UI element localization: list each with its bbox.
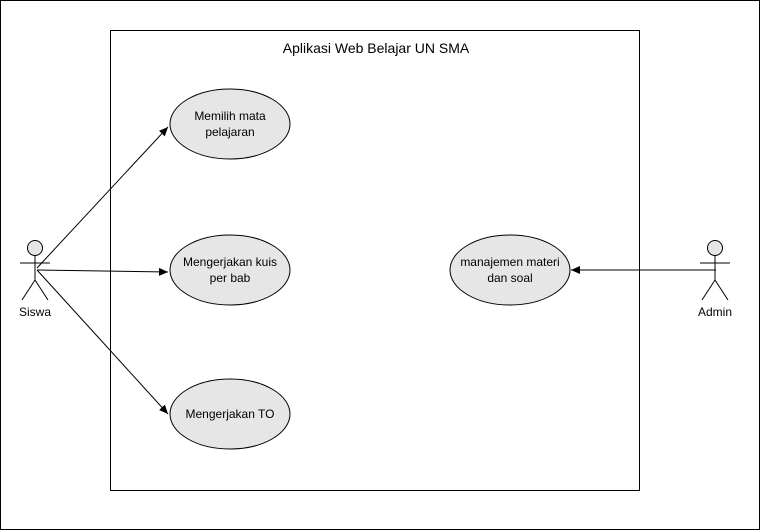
use-case-mengerjakan-kuis-per-bab[interactable]: Mengerjakan kuis per bab: [169, 234, 291, 306]
association-siswa-uc2: [36, 267, 169, 276]
association-siswa-uc1: [36, 126, 169, 269]
actor-siswa[interactable]: Siswa: [19, 240, 51, 320]
actor-label-admin: Admin: [698, 305, 732, 319]
use-case-label-line1: manajemen materi: [460, 255, 559, 269]
use-case-label-line2: per bab: [210, 271, 251, 285]
stick-figure-icon: [700, 240, 730, 301]
use-case-label-line1: Mengerjakan kuis: [183, 255, 277, 269]
use-case-manajemen-materi-dan-soal[interactable]: manajemen materi dan soal: [449, 234, 571, 306]
actor-admin[interactable]: Admin: [698, 240, 732, 320]
use-case-mengerjakan-to[interactable]: Mengerjakan TO: [169, 378, 291, 450]
association-siswa-uc3: [36, 269, 169, 415]
use-case-label-line1: Mengerjakan TO: [186, 407, 275, 421]
system-boundary: [110, 30, 640, 491]
use-case-label-line2: dan soal: [487, 271, 532, 285]
use-case-label-line2: pelajaran: [205, 125, 254, 139]
use-case-label-line1: Memilih mata: [194, 109, 266, 123]
system-title: Aplikasi Web Belajar UN SMA: [283, 40, 470, 56]
stick-figure-icon: [20, 240, 50, 301]
use-case-memilih-mata-pelajaran[interactable]: Memilih mata pelajaran: [169, 88, 291, 160]
actor-label-siswa: Siswa: [19, 305, 51, 319]
